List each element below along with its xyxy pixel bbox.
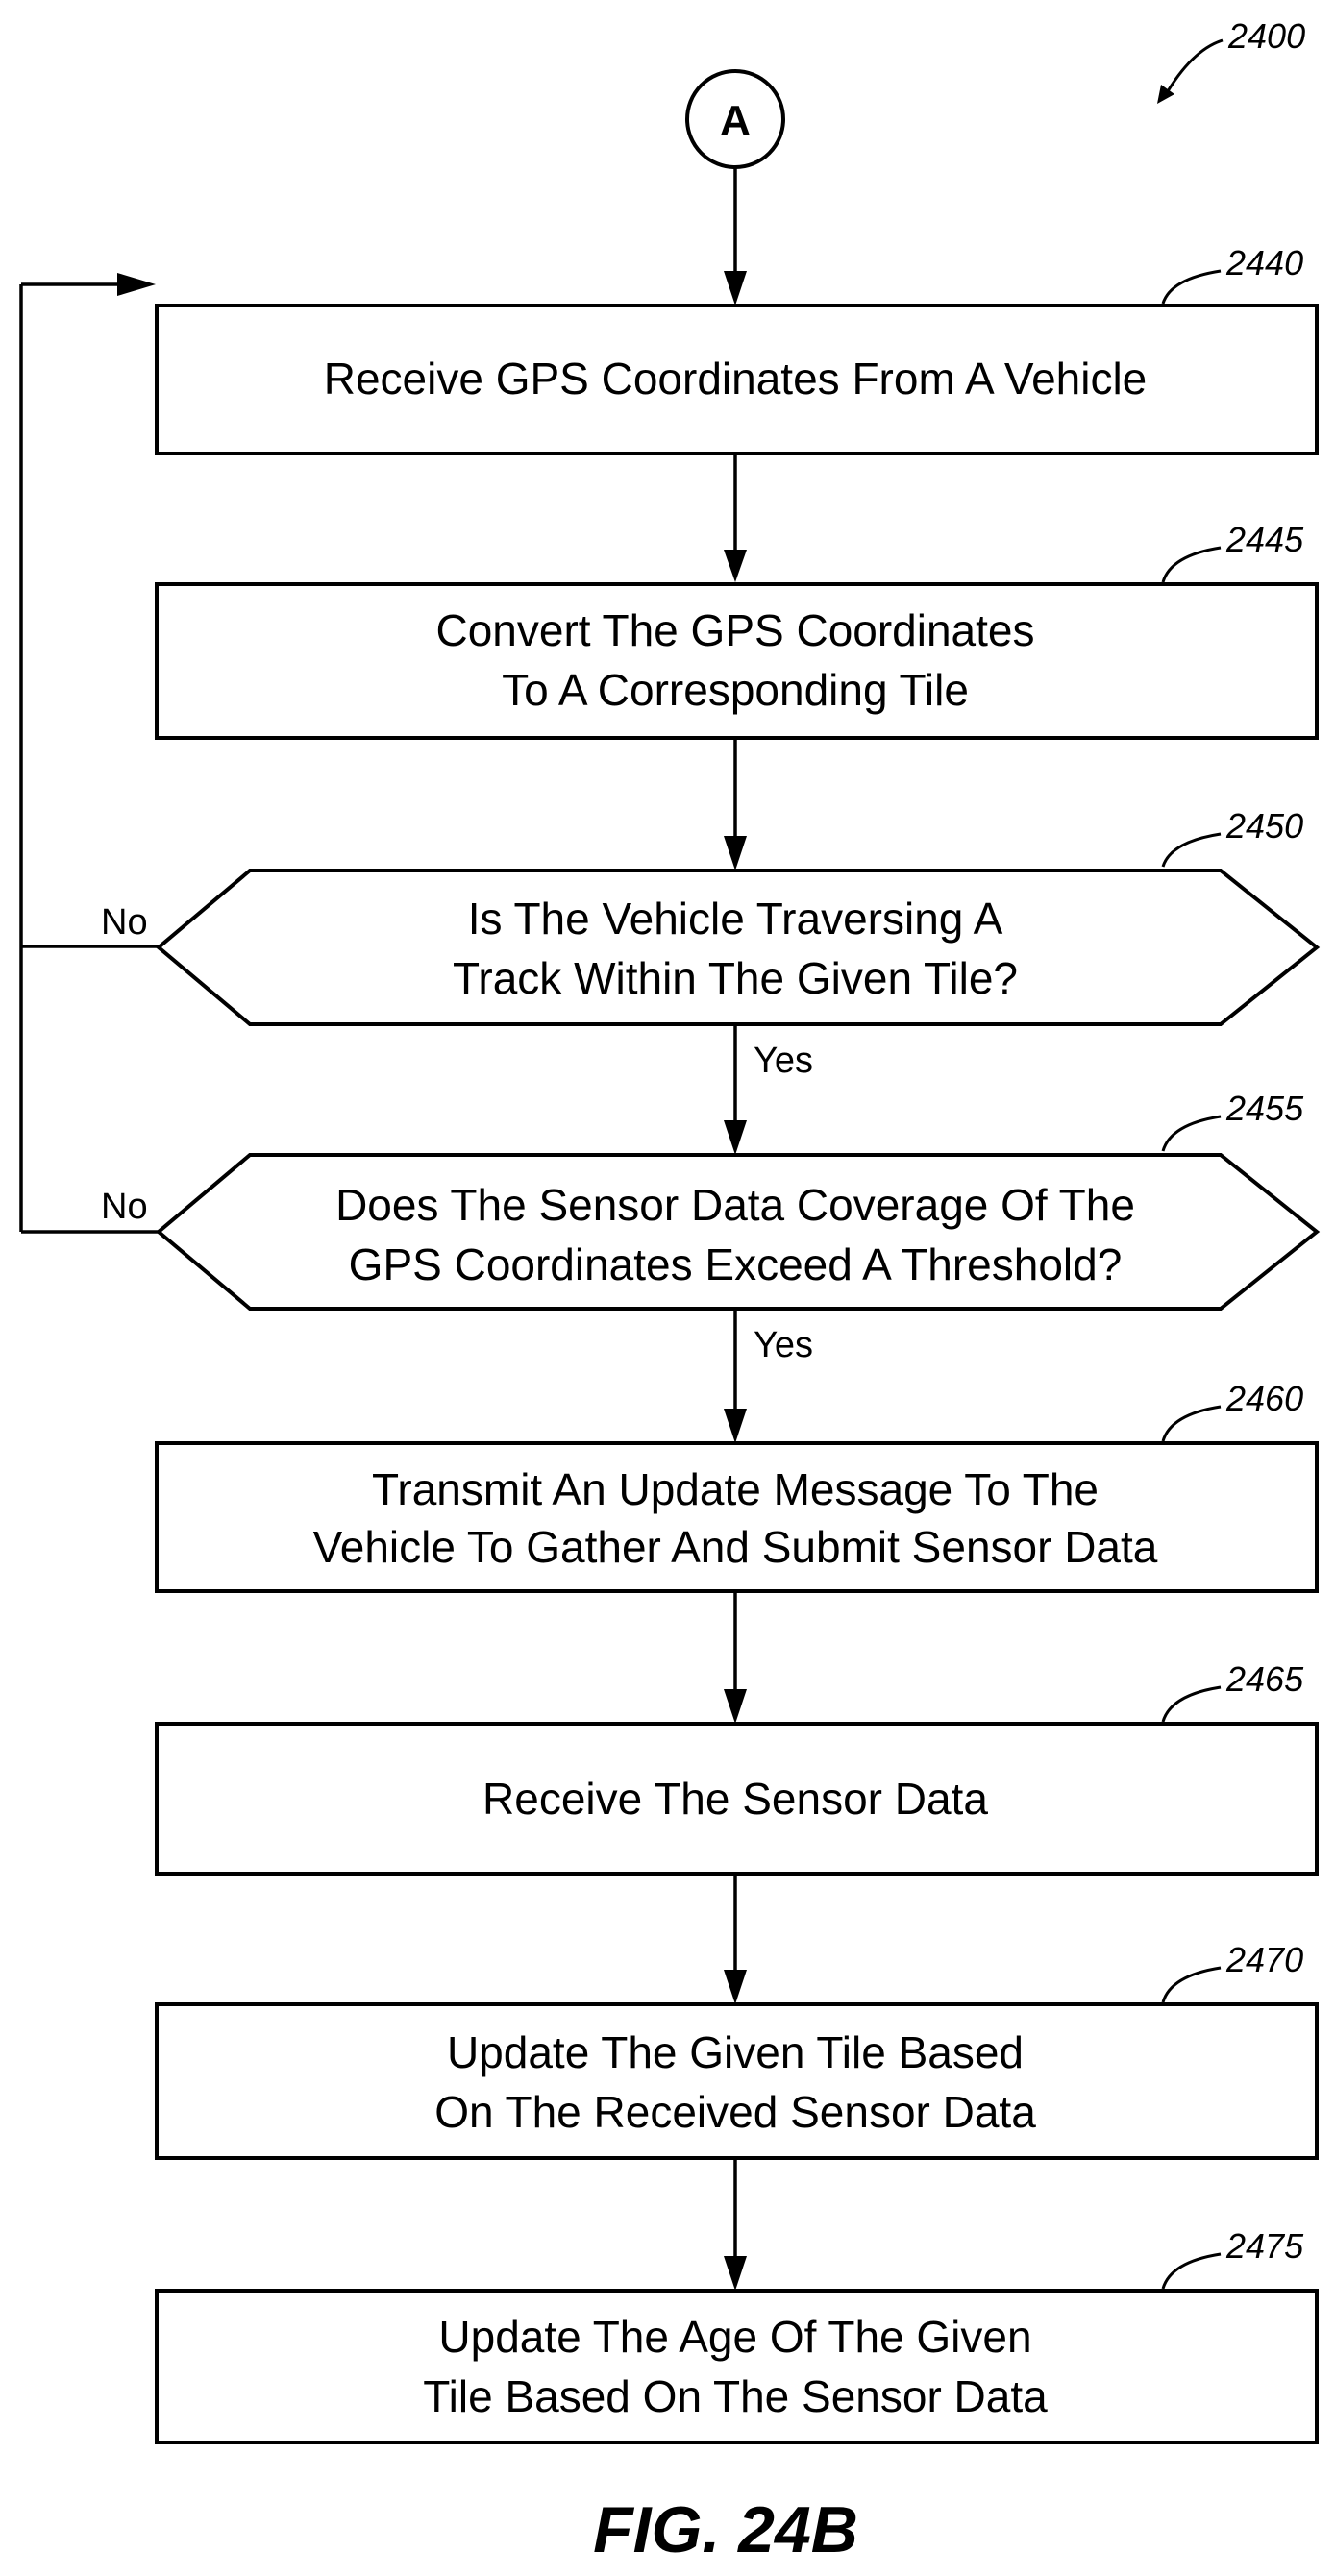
step-text-line: Receive The Sensor Data bbox=[482, 1774, 988, 1824]
arrowhead-2440-to-2445 bbox=[724, 550, 747, 582]
ref-leader bbox=[1163, 1407, 1221, 1441]
figure-reference: 2400 bbox=[1157, 16, 1305, 104]
ref-number: 2450 bbox=[1225, 806, 1303, 846]
ref-number: 2445 bbox=[1225, 520, 1304, 559]
figure-ref-arrow bbox=[1165, 40, 1223, 96]
connector-a: A bbox=[687, 71, 783, 167]
step-text-line: Vehicle To Gather And Submit Sensor Data bbox=[313, 1522, 1158, 1572]
step-text-line: Receive GPS Coordinates From A Vehicle bbox=[324, 354, 1148, 404]
arrowhead-2470-to-2475 bbox=[724, 2256, 747, 2291]
ref-leader bbox=[1163, 1116, 1221, 1151]
arrowhead-2450-to-2455 bbox=[724, 1120, 747, 1155]
step-text-line: On The Received Sensor Data bbox=[434, 2087, 1036, 2137]
step-text-line: GPS Coordinates Exceed A Threshold? bbox=[349, 1239, 1123, 1289]
arrowhead-2445-to-2450 bbox=[724, 836, 747, 871]
step-text-line: Does The Sensor Data Coverage Of The bbox=[335, 1180, 1135, 1230]
ref-number: 2440 bbox=[1225, 243, 1303, 282]
arrowhead-a-to-2440 bbox=[724, 271, 747, 306]
connector-label: A bbox=[720, 97, 751, 144]
ref-number: 2470 bbox=[1225, 1940, 1303, 1979]
step-text-line: Update The Given Tile Based bbox=[447, 2027, 1024, 2077]
ref-number: 2460 bbox=[1225, 1379, 1303, 1418]
step-text-line: Tile Based On The Sensor Data bbox=[423, 2371, 1048, 2421]
ref-leader bbox=[1163, 548, 1221, 582]
step-text-line: Update The Age Of The Given bbox=[438, 2312, 1031, 2362]
ref-leader bbox=[1163, 834, 1221, 867]
loop-arrowhead bbox=[117, 273, 156, 296]
arrowhead-2455-to-2460 bbox=[724, 1409, 747, 1443]
step-text-line: Is The Vehicle Traversing A bbox=[468, 894, 1003, 944]
decision-2450: Is The Vehicle Traversing A Track Within… bbox=[101, 806, 1317, 1081]
arrowhead-2460-to-2465 bbox=[724, 1689, 747, 1724]
no-label: No bbox=[101, 1187, 148, 1227]
no-label: No bbox=[101, 902, 148, 943]
ref-leader bbox=[1163, 1687, 1221, 1722]
ref-number: 2465 bbox=[1225, 1659, 1304, 1699]
yes-label: Yes bbox=[754, 1325, 813, 1365]
ref-leader bbox=[1163, 1968, 1221, 2002]
ref-leader bbox=[1163, 2254, 1221, 2289]
loop-back-lines bbox=[21, 273, 159, 1232]
arrowhead-2465-to-2470 bbox=[724, 1970, 747, 2004]
step-text-line: Convert The GPS Coordinates bbox=[435, 605, 1034, 655]
step-text-line: To A Corresponding Tile bbox=[502, 665, 969, 715]
ref-number: 2475 bbox=[1225, 2226, 1304, 2266]
ref-leader bbox=[1163, 271, 1221, 304]
figure-caption: FIG. 24B bbox=[593, 2493, 858, 2566]
decision-2455: Does The Sensor Data Coverage Of The GPS… bbox=[101, 1089, 1317, 1365]
figure-ref-arrowhead bbox=[1157, 85, 1174, 104]
step-text-line: Transmit An Update Message To The bbox=[372, 1464, 1099, 1514]
step-text-line: Track Within The Given Tile? bbox=[453, 953, 1018, 1003]
ref-number: 2455 bbox=[1225, 1089, 1304, 1128]
figure-ref-number: 2400 bbox=[1227, 16, 1305, 56]
yes-label: Yes bbox=[754, 1041, 813, 1081]
